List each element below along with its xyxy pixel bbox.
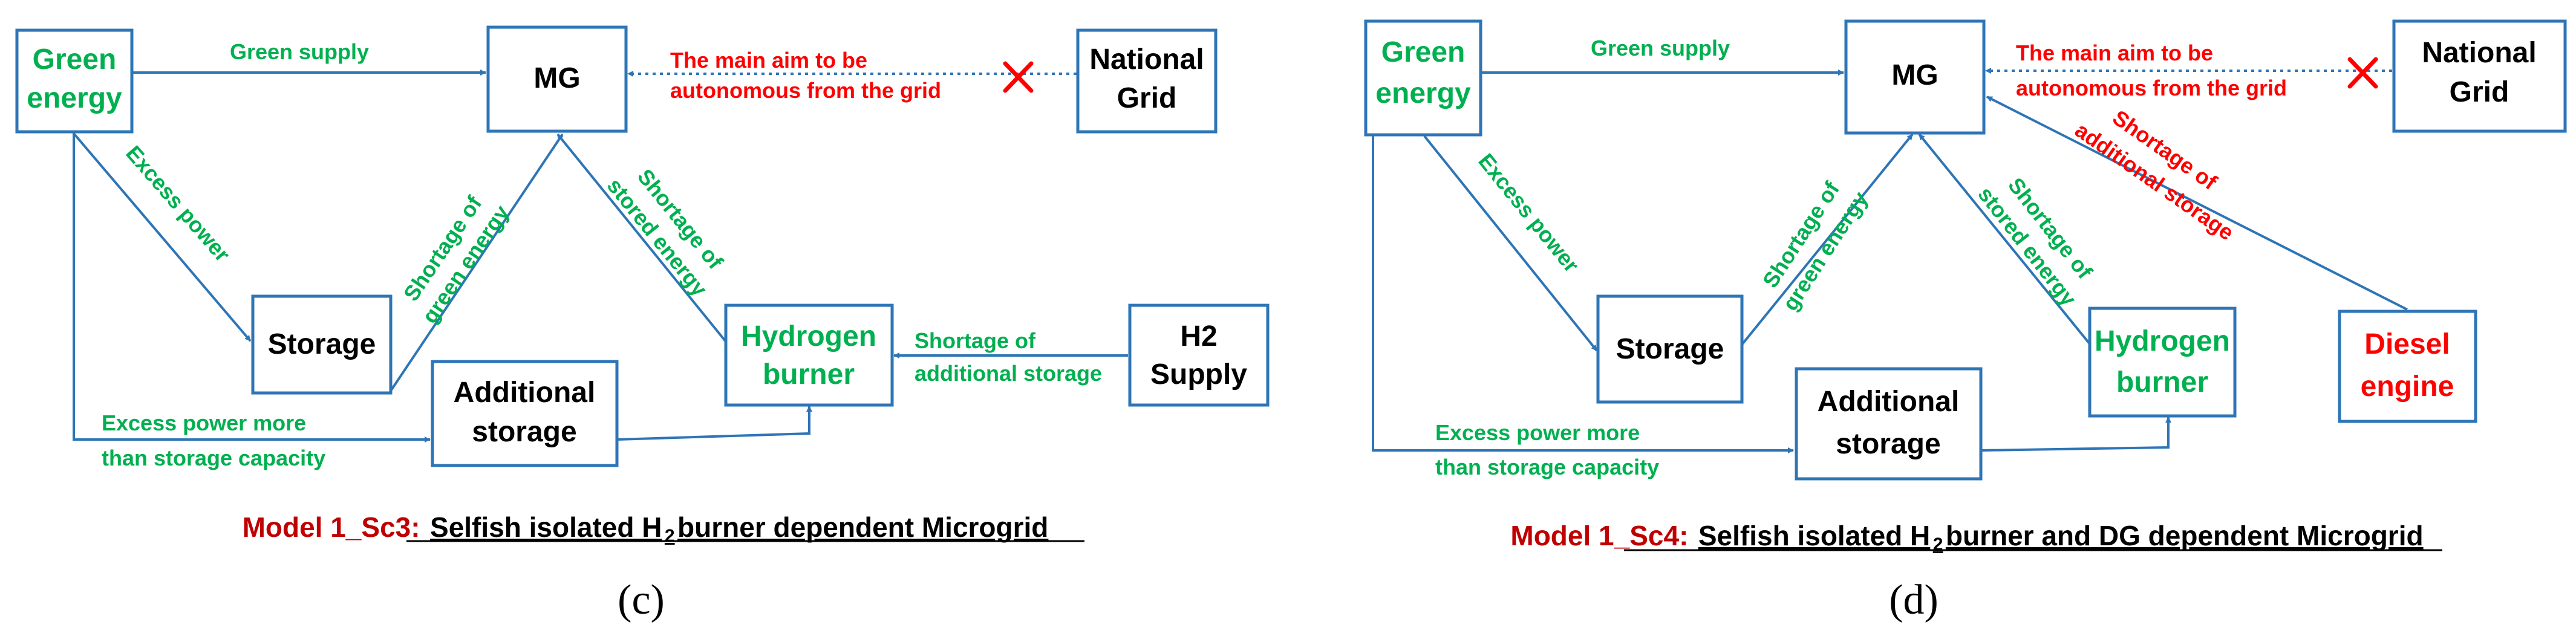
caption-d: Model 1_Sc4: Selfish isolated H 2 burner…	[1510, 520, 2423, 554]
svg-text:engine: engine	[2361, 371, 2454, 403]
svg-text:MG: MG	[533, 62, 580, 94]
node-mg: MG	[1844, 19, 1986, 135]
svg-text:Supply: Supply	[1150, 359, 1247, 391]
disconnect-x-icon	[2347, 57, 2378, 89]
node-green-energy: Green energy	[15, 28, 134, 134]
edge-shortage-stored	[1918, 133, 2094, 349]
label-excess-more-line1: Excess power more	[1435, 420, 1640, 445]
label-shortage-additional-line2: additional storage	[915, 361, 1102, 386]
caption-c-model: Model 1_Sc3:	[243, 511, 420, 543]
label-excess-more-line2: than storage capacity	[102, 446, 325, 470]
edge-shortage-stored	[556, 133, 727, 343]
edge-additional-to-burner	[616, 406, 812, 441]
caption-d-title-post: burner and DG dependent Microgrid	[1946, 520, 2424, 551]
node-national-grid: National Grid	[1076, 28, 1218, 134]
label-shortage-additional-line1: Shortage of	[915, 328, 1036, 353]
label-main-aim-line2: autonomous from the grid	[670, 78, 941, 103]
caption-c-title-post: burner dependent Microgrid	[677, 511, 1048, 543]
svg-text:Storage: Storage	[268, 328, 376, 360]
disconnect-x-icon	[1003, 61, 1034, 93]
svg-text:Additional: Additional	[454, 377, 596, 409]
node-national-grid: National Grid	[2392, 19, 2567, 133]
caption-d-title-sub: 2	[1933, 534, 1943, 554]
node-hydrogen-burner: Hydrogen burner	[2088, 307, 2237, 418]
caption-d-model: Model 1_Sc4:	[1510, 520, 1688, 551]
sublabel-c: (c)	[618, 577, 665, 623]
panel-c: Green energy MG National Grid Storage Ad…	[15, 25, 1270, 623]
svg-text:National: National	[1089, 44, 1204, 76]
sublabel-d: (d)	[1889, 577, 1939, 623]
svg-text:Grid: Grid	[1117, 82, 1177, 114]
panel-d: Green energy MG National Grid Storage Ad…	[1364, 19, 2567, 623]
caption-d-title-pre: Selfish isolated H	[1698, 520, 1930, 551]
label-excess-power: Excess power	[1473, 149, 1584, 277]
svg-text:Green: Green	[1381, 36, 1466, 68]
label-green-supply: Green supply	[230, 39, 369, 64]
svg-text:MG: MG	[1891, 59, 1938, 91]
label-excess-power: Excess power	[121, 141, 235, 267]
node-storage: Storage	[251, 294, 393, 395]
node-green-energy-line2: energy	[27, 82, 122, 114]
label-main-aim-line1: The main aim to be	[2016, 41, 2213, 65]
svg-text:Additional: Additional	[1818, 386, 1960, 418]
svg-text:Storage: Storage	[1616, 333, 1724, 365]
edge-shortage-green	[1741, 133, 1914, 346]
svg-text:Grid: Grid	[2450, 76, 2509, 108]
label-main-aim-line2: autonomous from the grid	[2016, 76, 2287, 100]
node-storage: Storage	[1596, 294, 1744, 404]
edge-shortage-green	[389, 133, 564, 393]
caption-c-title-sub: 2	[665, 526, 675, 546]
label-excess-more-line2: than storage capacity	[1435, 455, 1659, 479]
svg-text:Hydrogen: Hydrogen	[2095, 325, 2230, 357]
node-additional-storage: Additional storage	[431, 360, 619, 467]
edge-excess-power	[1423, 135, 1598, 352]
edge-additional-to-burner	[1980, 417, 2171, 452]
edge-excess-more	[1372, 134, 1794, 453]
edge-excess-more	[73, 133, 431, 443]
caption-c-title-pre: Selfish isolated H	[430, 511, 662, 543]
node-additional-storage: Additional storage	[1795, 367, 1983, 481]
svg-text:storage: storage	[472, 416, 576, 448]
label-green-supply: Green supply	[1591, 36, 1730, 60]
svg-text:burner: burner	[763, 359, 855, 391]
edge-excess-power	[73, 133, 252, 342]
node-diesel-engine: Diesel engine	[2338, 310, 2477, 423]
node-mg: MG	[486, 25, 628, 133]
edge-diesel-shortage	[1986, 96, 2408, 311]
svg-text:National: National	[2422, 37, 2536, 69]
label-excess-more-line1: Excess power more	[102, 410, 306, 435]
node-green-energy-line1: Green	[33, 44, 117, 76]
svg-text:energy: energy	[1375, 77, 1471, 109]
node-hydrogen-burner: Hydrogen burner	[724, 303, 894, 407]
svg-text:Diesel: Diesel	[2364, 328, 2450, 360]
svg-text:storage: storage	[1836, 428, 1940, 460]
svg-text:burner: burner	[2116, 366, 2208, 398]
svg-text:H2: H2	[1180, 320, 1217, 352]
svg-text:Hydrogen: Hydrogen	[741, 320, 876, 352]
node-h2-supply: H2 Supply	[1128, 303, 1270, 407]
label-main-aim-line1: The main aim to be	[670, 48, 867, 73]
node-green-energy: Green energy	[1364, 19, 1482, 137]
caption-c: Model 1_Sc3: Selfish isolated H 2 burner…	[243, 511, 1049, 546]
